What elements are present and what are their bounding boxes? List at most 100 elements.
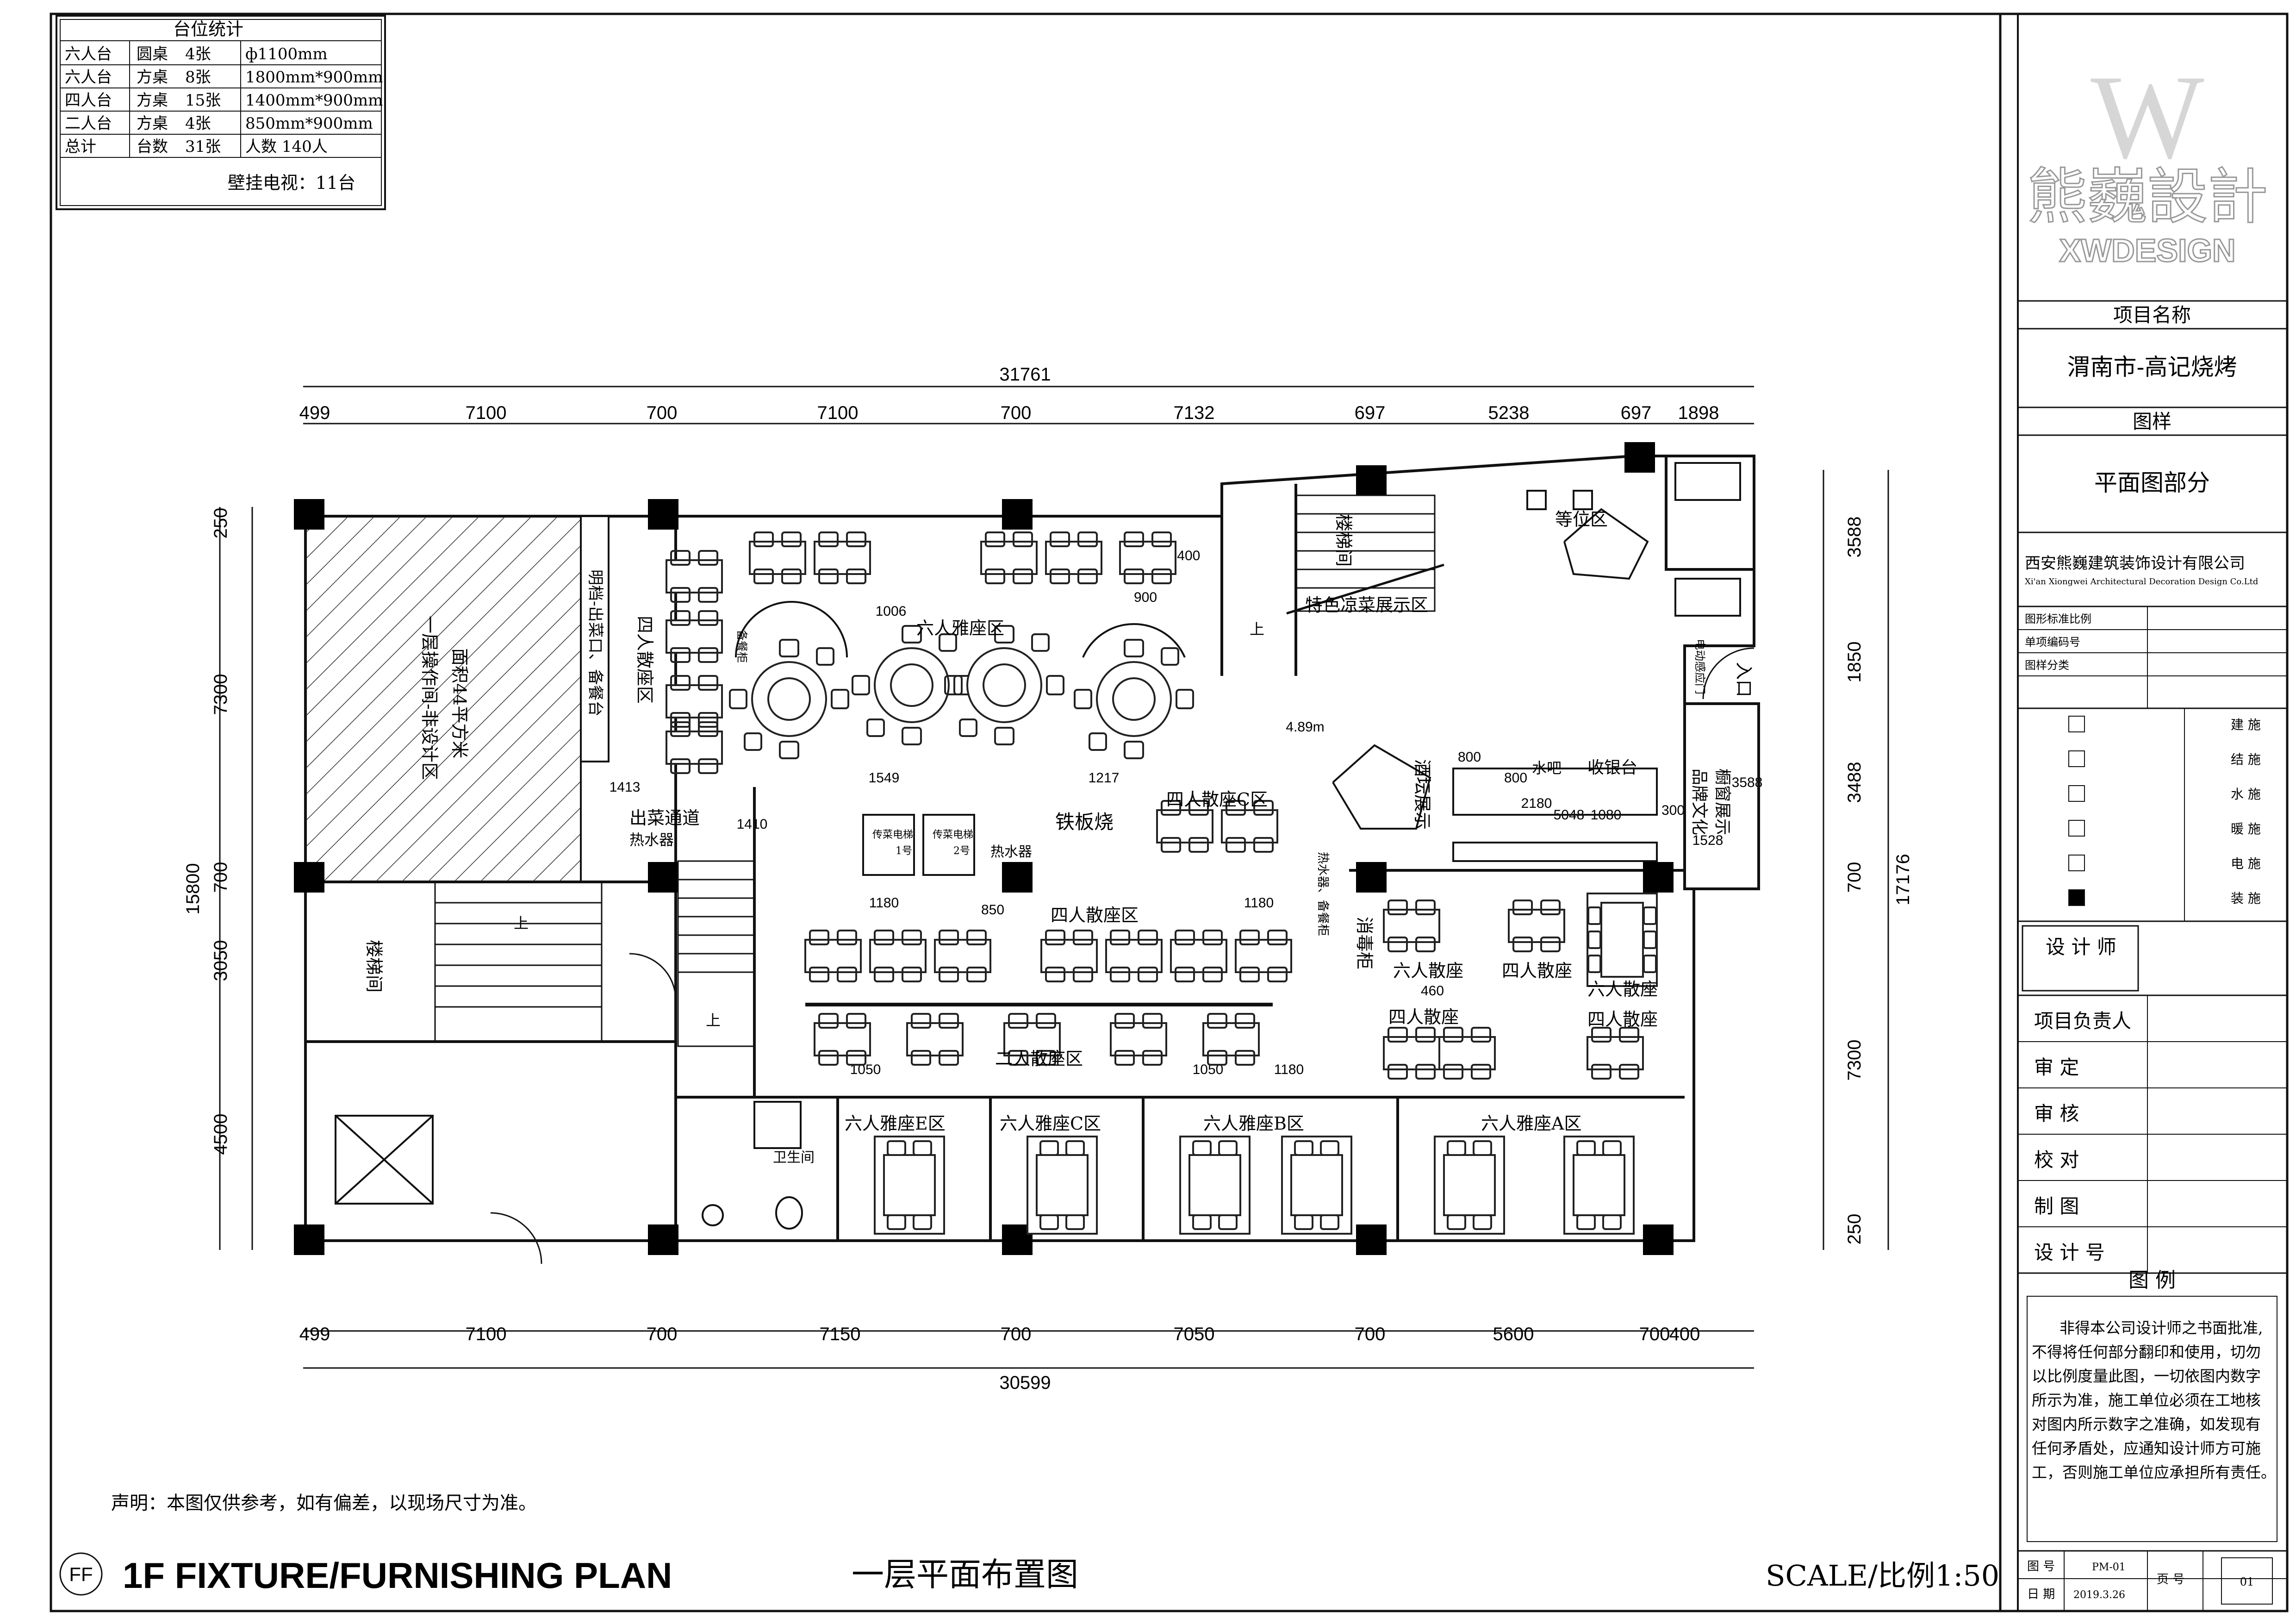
dim-top-segment: 499 [299,403,330,423]
dim-right-segment: 7300 [1844,1040,1865,1081]
stair-up-mark: 上 [706,1012,721,1029]
dim-top-segment: 7132 [1174,403,1215,423]
six-private-label: 六人雅座区 [916,618,1004,638]
pass-window-label: 明档-出菜口、备餐台 [586,569,604,717]
legend-line: 对图内所示数字之准确，如发现有 [2032,1415,2261,1433]
logo-cn: 熊巍設計 [2027,162,2268,232]
dim-inner: 460 [1421,983,1444,999]
role-label: 制 图 [2034,1195,2079,1218]
discipline-label: 电 施 [2231,856,2261,871]
four-seat-main-label: 四人散座区 [1051,905,1139,925]
logo-en: XWDESIGN [2059,232,2235,269]
stair-up-mark-2: 上 [514,914,529,932]
discipline-box [2068,855,2085,871]
dim-right-segment: 3588 [1844,517,1865,558]
disinfect-label: 消毒柜 [1354,917,1375,969]
seat-table-cell: 总计 [65,137,96,156]
dim-inner: 1413 [610,780,641,795]
dim-top-segment: 5238 [1488,403,1530,423]
seat-table-cell: ф1100mm [245,45,328,63]
dim-top-segment: 7100 [466,403,507,423]
discipline-label: 装 施 [2231,891,2261,906]
project-name: 渭南市-高记烧烤 [2067,354,2237,381]
seat-table-cell: 六人台 [65,68,112,87]
six-e-label: 六人雅座E区 [845,1113,946,1134]
seat-table-cell: 1400mm*900mm [245,91,383,110]
disclaimer: 声明：本图仅供参考，如有偏差，以现场尺寸为准。 [111,1493,537,1514]
six-a-label: 六人雅座A区 [1481,1113,1581,1134]
discipline-box [2068,716,2085,732]
water-heater-label: 热水器 [629,831,674,849]
tb-row-1: 图形标准比例 [2025,612,2091,625]
kitchen-hatch [305,515,582,883]
four-seat-r2-label: 四人散座 [1388,1007,1459,1027]
kitchen-label: 一层操作间-非设计区 [419,616,440,780]
dim-inner: 900 [1134,590,1157,605]
six-seat-r2-label: 六人散座 [1587,979,1658,999]
prep-cabinet-label: 备餐柜 [735,630,748,663]
dim-inner: 800 [1504,770,1527,786]
dim-inner: 1006 [876,604,907,619]
dim-inner: 1217 [1089,770,1120,786]
elevator-shaft [335,814,975,1205]
dim-inner: 1410 [737,817,768,832]
tb-row-3: 图样分类 [2025,659,2069,672]
seat-table-cell: 8张 [185,68,211,87]
discipline-label: 建 施 [2231,717,2261,732]
wc-label: 卫生间 [773,1149,815,1166]
kitchen-area-label: 面积44平方米 [449,648,470,758]
scale-label: SCALE/比例1:50 [1766,1559,1999,1593]
dim-left-segment: 3050 [211,940,231,981]
brand-wall-label: 品牌文化 [1690,768,1709,835]
brand-wall-label-2: 橱窗展示 [1713,768,1732,835]
role-label: 审 核 [2034,1102,2079,1125]
seat-table-cell: 六人台 [65,45,112,63]
waiting-label: 等位区 [1555,509,1608,530]
plan-mark: FF [69,1563,93,1585]
plan-title-cn: 一层平面布置图 [852,1555,1078,1593]
seat-table-cell: 1800mm*900mm [245,68,383,87]
seat-table-title: 台位统计 [173,19,243,39]
round-tables [729,601,1194,759]
seat-table-cell: 31张 [185,137,221,156]
lift2-no: 2号 [953,845,970,857]
logo-w: W [2091,50,2205,184]
seat-table-cell: 4张 [185,114,211,133]
wc-fixtures [702,1101,803,1230]
dim-inner: 2180 [1521,796,1552,811]
dim-left-total: 15800 [183,863,203,914]
discipline-label: 结 施 [2231,752,2261,767]
role-label: 项目负责人 [2034,1010,2131,1032]
auto-door-label: 电动感应门 [1693,639,1706,694]
dim-top-segment: 700 [647,403,678,423]
title-block: W 熊巍設計 XWDESIGN 项目名称 渭南市-高记烧烤 图样 平面图部分 西… [2018,50,2287,1611]
tb-row-2: 单项编码号 [2025,636,2080,649]
dim-bottom-segment: 5600 [1493,1324,1534,1344]
dim-left-segment: 4500 [211,1114,231,1155]
dim-top-segment: 1898 [1678,403,1719,423]
drawing-label: 图样 [2133,410,2172,433]
stair-top [1286,494,1444,615]
legend-text: 非得本公司设计师之书面批准,不得将任何部分翻印和使用，切勿以比例度量此图，一切依… [2032,1319,2276,1481]
stair-left-label: 楼梯间 [364,940,384,993]
four-seat-r3-label: 四人散座 [1587,1009,1658,1030]
seat-table-cell: 方桌 [137,68,168,87]
role-label: 审 定 [2034,1056,2079,1079]
dim-inner: 1549 [869,770,900,786]
company-en: Xi'an Xiongwei Architectural Decoration … [2025,577,2258,587]
seat-table-cell: 4张 [185,45,211,63]
role-label: 校 对 [2034,1149,2079,1171]
stair-left [434,860,755,1047]
legend-line: 非得本公司设计师之书面批准, [2060,1319,2263,1337]
six-c-label: 六人雅座C区 [1000,1113,1101,1134]
dim-right-total: 17176 [1893,854,1913,905]
seat-table-cell: 方桌 [137,91,168,110]
six-seat-r1-label: 六人散座 [1393,961,1463,981]
dim-top-segment: 697 [1621,403,1652,423]
page-label: 页 号 [2157,1573,2184,1587]
dim-bottom-segment: 499 [299,1324,330,1344]
